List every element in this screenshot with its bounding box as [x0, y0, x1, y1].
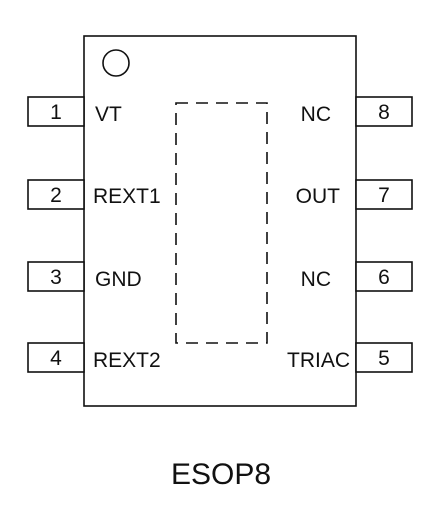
pin-5-number: 5 [378, 347, 390, 370]
pin-2: 2 REXT1 [27, 179, 161, 210]
pin-6-number: 6 [378, 266, 390, 289]
pin-2-lead [27, 179, 85, 210]
pin-5-name: TRIAC [287, 349, 350, 372]
pin-2-number: 2 [50, 184, 62, 207]
pin-1-number: 1 [50, 101, 62, 124]
pin-7: 7 OUT [296, 179, 413, 210]
pin-6: 6 NC [301, 261, 413, 292]
pin-1-name: VT [95, 103, 122, 126]
pin-8-number: 8 [378, 101, 390, 124]
pin-4: 4 REXT2 [27, 342, 161, 373]
pin-2-name: REXT1 [93, 185, 161, 208]
pin1-marker-icon [102, 49, 130, 77]
pin-3-lead [27, 261, 85, 292]
package-label: ESOP8 [171, 458, 271, 491]
pin-3-number: 3 [50, 266, 62, 289]
pin-4-lead [27, 342, 85, 373]
pin-4-number: 4 [50, 347, 62, 370]
pin-7-number: 7 [378, 184, 390, 207]
pin-3: 3 GND [27, 261, 142, 292]
pin-1: 1 VT [27, 96, 122, 127]
pin-5: 5 TRIAC [287, 342, 413, 373]
pin-7-lead [355, 179, 413, 210]
pin-8-name: NC [301, 103, 331, 126]
pin-8-lead [355, 96, 413, 127]
ic-body [83, 35, 357, 407]
pin-8: 8 NC [301, 96, 413, 127]
pin-6-name: NC [301, 268, 331, 291]
pin-3-name: GND [95, 268, 142, 291]
pin-5-lead [355, 342, 413, 373]
pin-6-lead [355, 261, 413, 292]
pin-1-lead [27, 96, 85, 127]
pin-4-name: REXT2 [93, 349, 161, 372]
exposed-pad-outline [175, 102, 268, 344]
pin-7-name: OUT [296, 185, 341, 208]
